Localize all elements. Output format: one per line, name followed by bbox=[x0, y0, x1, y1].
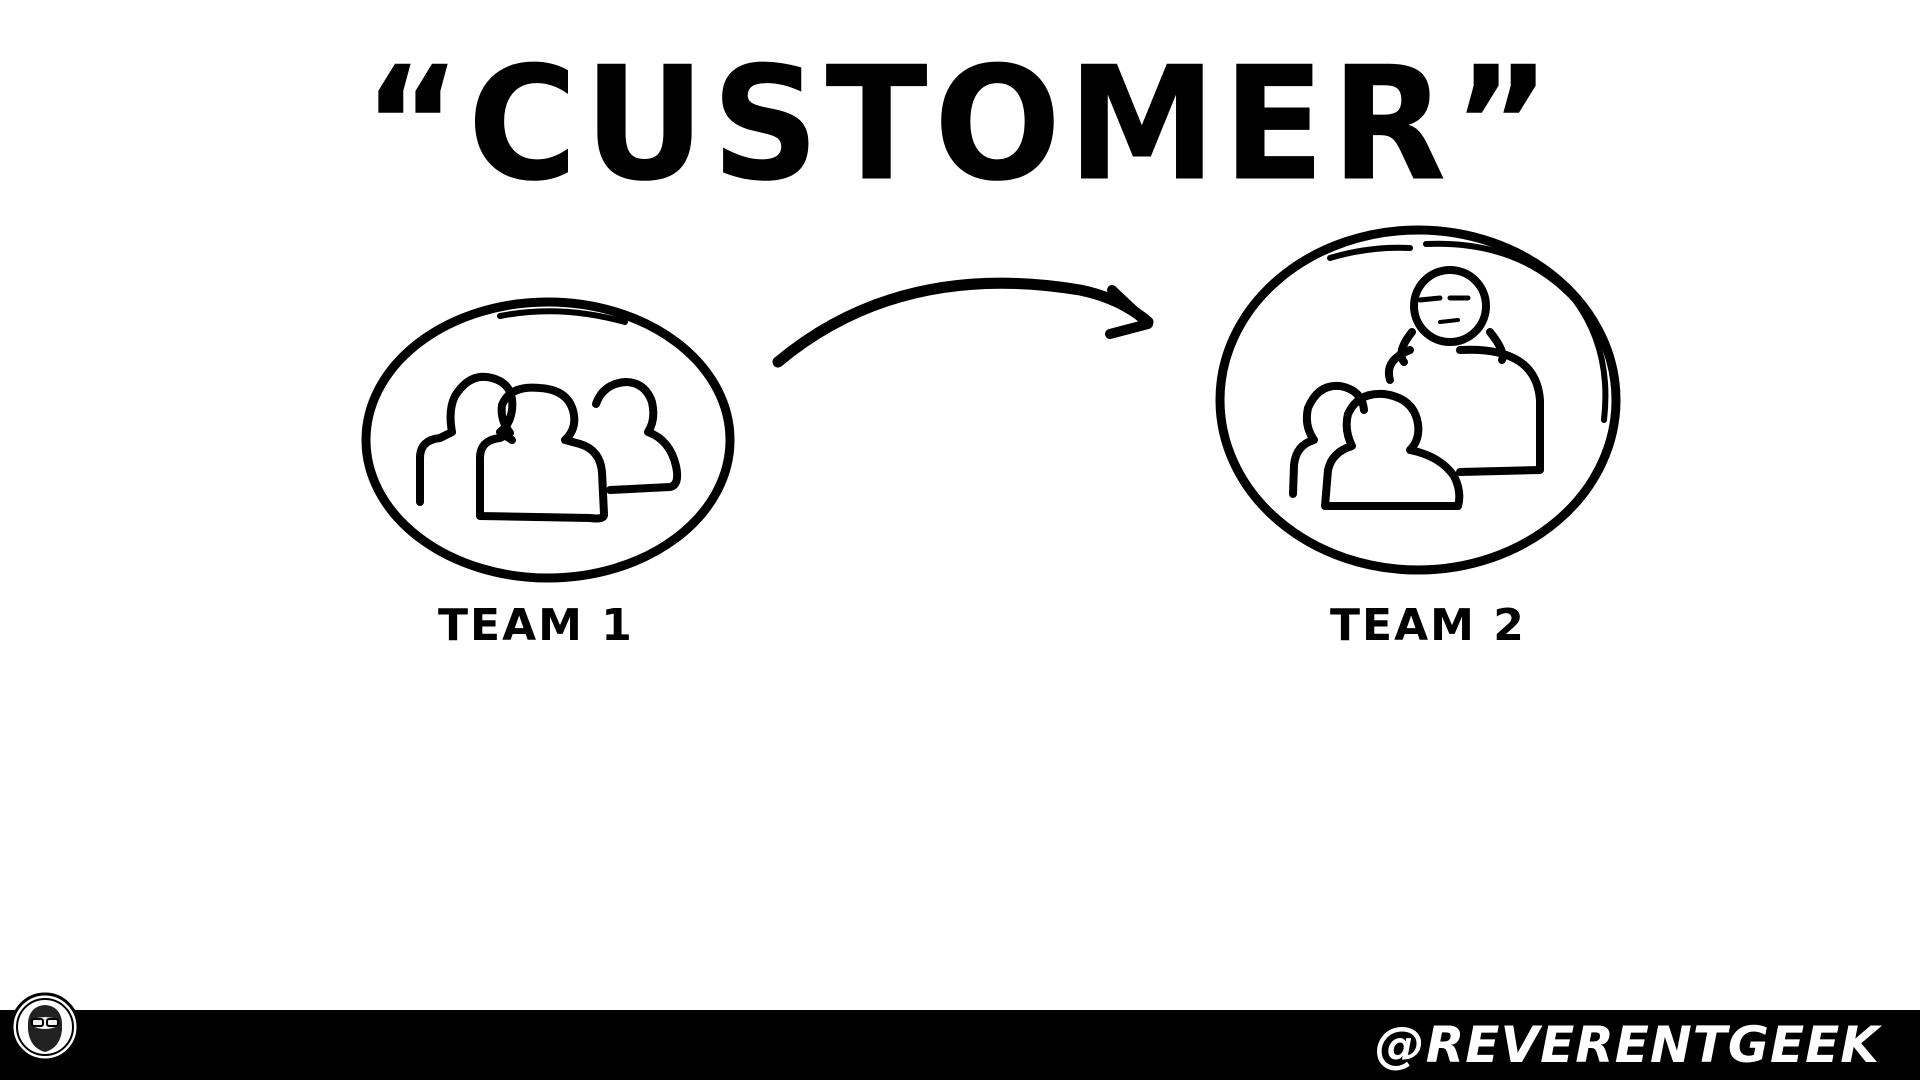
slide-title: “CUSTOMER” bbox=[362, 33, 1558, 217]
group-icon bbox=[1289, 381, 1464, 510]
group-icon bbox=[416, 372, 682, 523]
team-1-circle bbox=[361, 297, 735, 583]
team-2-label: TEAM 2 bbox=[1330, 600, 1526, 651]
arrow-right-icon bbox=[772, 277, 1154, 368]
team-1-label: TEAM 1 bbox=[438, 600, 634, 651]
skeptical-person-icon bbox=[1385, 266, 1544, 476]
footer-bar bbox=[0, 1010, 1920, 1080]
author-handle: @REVERENTGEEK bbox=[1374, 1016, 1880, 1074]
team-2-circle bbox=[1215, 225, 1621, 575]
avatar-icon bbox=[10, 992, 80, 1062]
